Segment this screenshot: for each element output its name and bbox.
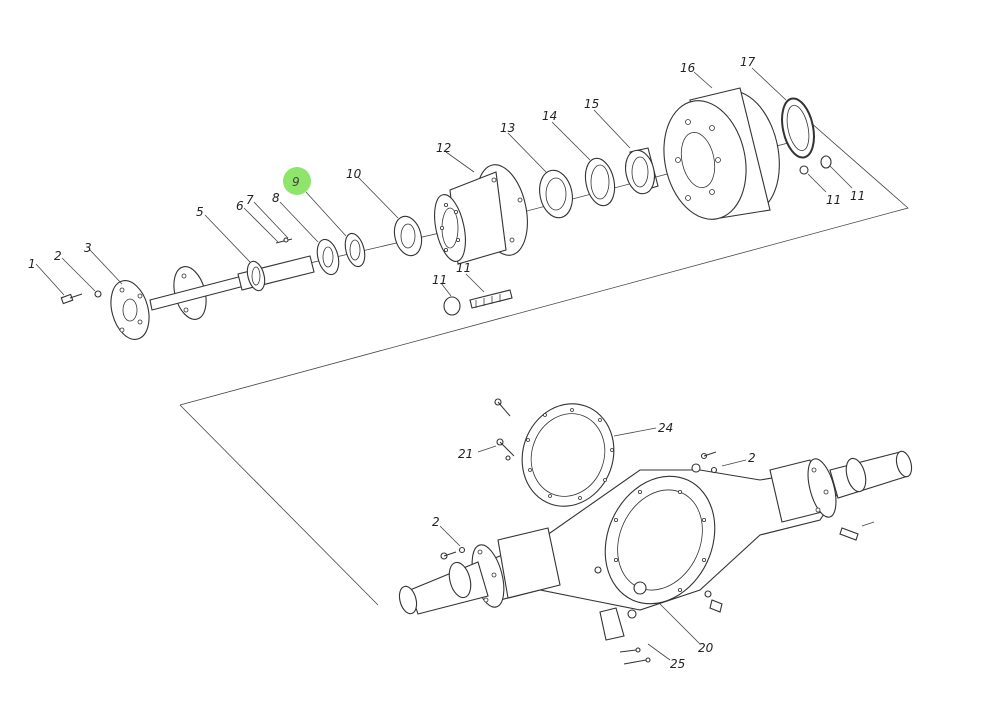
part-21-bolts bbox=[477, 398, 515, 461]
right-spindle bbox=[807, 450, 913, 518]
callout-2-left: 2 bbox=[432, 515, 440, 529]
callout-11b: 11 bbox=[456, 261, 471, 275]
part-2-nut bbox=[61, 257, 102, 298]
lower-assembly-outline bbox=[179, 404, 379, 606]
callout-16: 16 bbox=[680, 61, 696, 75]
part-2-housing-bolts-right bbox=[700, 451, 747, 474]
part-20-plug bbox=[627, 590, 723, 645]
callout-3: 3 bbox=[84, 241, 92, 255]
callout-21: 21 bbox=[458, 447, 473, 461]
callout-11d: 11 bbox=[850, 189, 865, 203]
part-5-shaft bbox=[204, 214, 315, 292]
part-25-bracket bbox=[599, 607, 671, 665]
callout-7: 7 bbox=[246, 193, 254, 207]
callout-2: 2 bbox=[54, 249, 62, 263]
callout-6: 6 bbox=[236, 199, 244, 213]
callout-24: 24 bbox=[658, 421, 673, 435]
part-12-hub bbox=[434, 151, 528, 265]
part-11-stud-nut bbox=[440, 273, 513, 316]
callout-1: 1 bbox=[28, 257, 36, 271]
part-8-washer bbox=[279, 201, 340, 276]
callout-13: 13 bbox=[500, 121, 515, 135]
callout-2-right: 2 bbox=[748, 451, 756, 465]
callout-20: 20 bbox=[698, 641, 714, 655]
part-3-flange bbox=[89, 249, 150, 340]
right-small-bolt bbox=[839, 521, 875, 541]
part-10-bearing bbox=[357, 176, 423, 257]
part-2-housing-bolts-left bbox=[439, 525, 466, 560]
part-15-sleeve bbox=[593, 109, 659, 195]
callout-9: 9 bbox=[292, 175, 300, 189]
part-9-nut bbox=[305, 191, 366, 268]
upper-assembly-outline bbox=[179, 121, 909, 406]
left-spindle bbox=[398, 544, 505, 615]
axle-housing bbox=[489, 459, 841, 611]
callout-8: 8 bbox=[272, 191, 280, 205]
part-1-bolt bbox=[35, 263, 83, 305]
part-6-7-pin bbox=[243, 201, 293, 244]
part-13-bearing bbox=[507, 132, 573, 219]
part-24-cover bbox=[521, 403, 657, 507]
callout-9-highlight bbox=[283, 167, 311, 195]
callout-5: 5 bbox=[196, 205, 204, 219]
callout-11c: 11 bbox=[826, 193, 841, 207]
callout-15: 15 bbox=[584, 97, 599, 111]
callout-11a: 11 bbox=[432, 273, 447, 287]
callout-12: 12 bbox=[436, 141, 451, 155]
callout-14: 14 bbox=[542, 109, 557, 123]
half-shaft bbox=[149, 266, 253, 320]
part-14-race bbox=[551, 121, 616, 207]
part-16-brake-drum bbox=[663, 71, 780, 220]
callout-25: 25 bbox=[670, 657, 685, 671]
part-11-right-fasteners bbox=[799, 155, 853, 193]
part-17-seal-ring bbox=[751, 67, 815, 159]
callout-17: 17 bbox=[740, 55, 756, 69]
callout-10: 10 bbox=[346, 167, 362, 181]
